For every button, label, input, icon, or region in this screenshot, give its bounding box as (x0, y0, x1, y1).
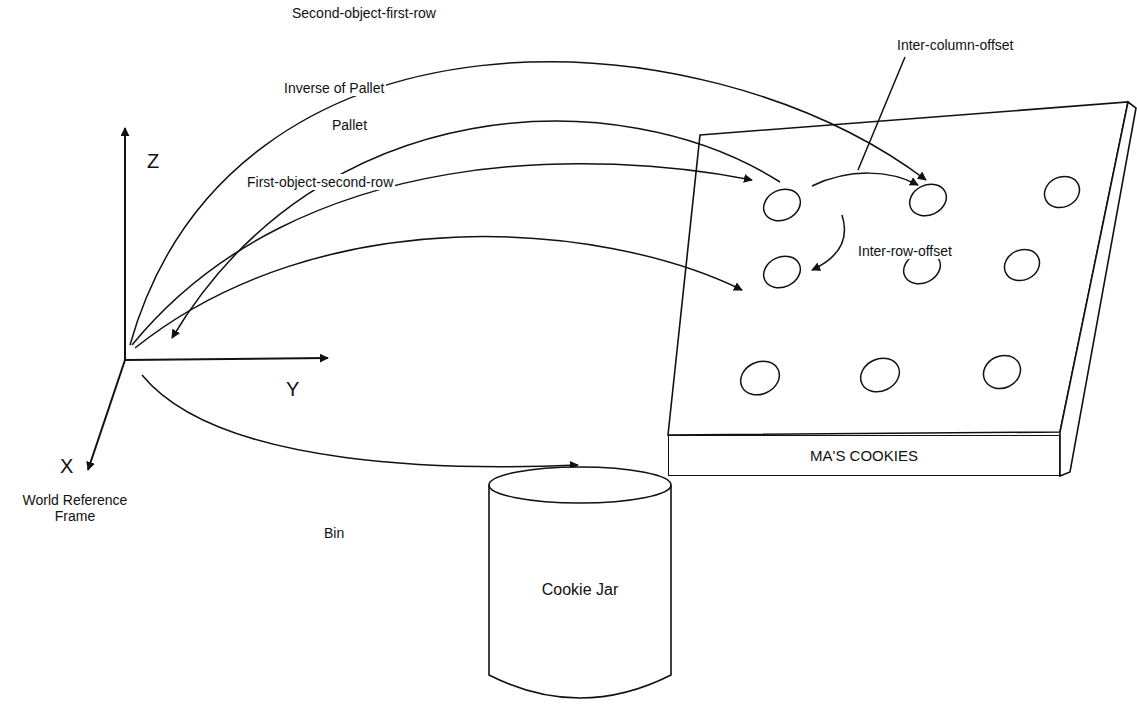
vector-label: Inter-column-offset (895, 37, 1015, 53)
vector-label: Pallet (330, 117, 369, 133)
vector-label: Inverse of Pallet (282, 80, 386, 96)
axis-label: X (58, 455, 75, 478)
axis-label: Z (145, 150, 161, 173)
frame-label: World Reference Frame (8, 492, 142, 524)
cookie-jar: Cookie Jar (487, 465, 673, 715)
axis-label: Y (284, 378, 301, 401)
vector-label: First-object-second-row (245, 174, 395, 190)
frame-vectors (130, 57, 926, 467)
pallet-front-face: MA'S COOKIES (668, 435, 1060, 476)
pallet (668, 102, 1136, 476)
node-label: Cookie Jar (542, 581, 618, 599)
vector-label: Inter-row-offset (856, 243, 954, 259)
vector-label: Bin (322, 525, 346, 541)
node-label: MA'S COOKIES (810, 447, 918, 464)
vector-label: Second-object-first-row (290, 5, 438, 21)
cookies (735, 171, 1085, 401)
